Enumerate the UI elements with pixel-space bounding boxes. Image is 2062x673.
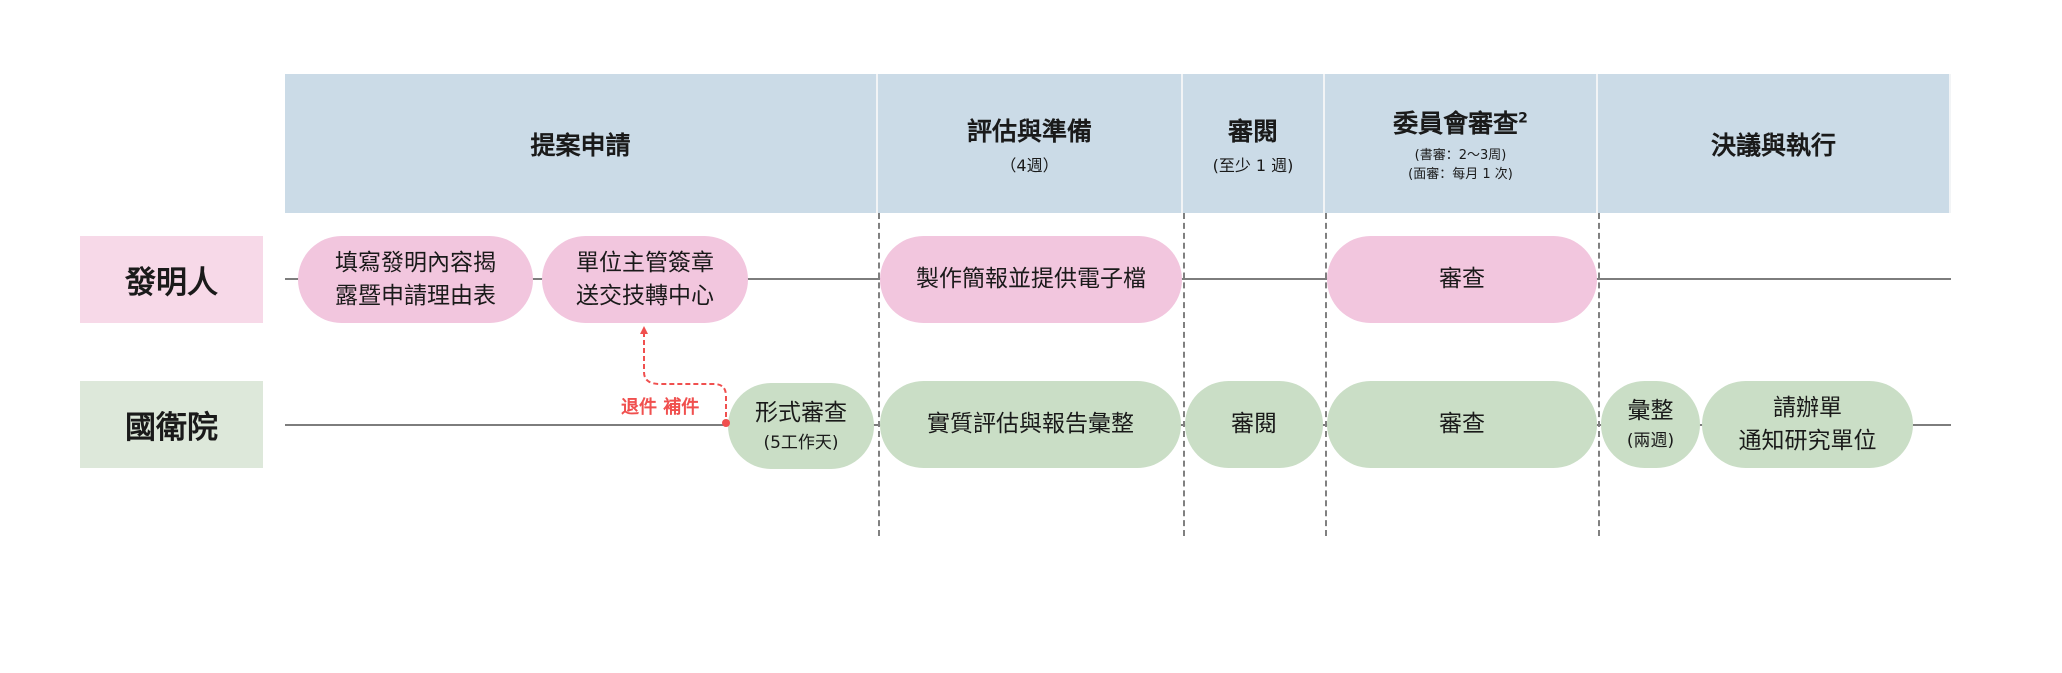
- phase-header-resolution: 決議與執行: [1598, 74, 1951, 213]
- step-compile: 彙整 (兩週): [1601, 381, 1700, 468]
- phase-duration: (至少 1 週): [1212, 155, 1294, 175]
- phase-header-review: 審閱 (至少 1 週): [1183, 74, 1325, 213]
- step-text: 填寫發明內容揭: [335, 249, 496, 276]
- step-text: 製作簡報並提供電子檔: [916, 266, 1146, 292]
- step-notify-unit: 請辦單通知研究單位: [1702, 381, 1913, 468]
- step-nhri-review: 審查: [1327, 381, 1597, 468]
- phase-divider: [878, 213, 880, 536]
- step-text: 形式審查: [755, 399, 847, 426]
- return-label: 退件 補件: [621, 397, 700, 418]
- footnote-marker: 2: [1518, 110, 1528, 127]
- phase-divider: [1325, 213, 1327, 536]
- phase-title: 委員會審查2: [1393, 104, 1528, 140]
- phase-title: 決議與執行: [1710, 130, 1836, 160]
- step-text: 審查: [1439, 266, 1485, 292]
- step-prepare-slides: 製作簡報並提供電子檔: [880, 236, 1182, 323]
- phase-duration: (書審：2～3周): [1414, 147, 1507, 163]
- phase-divider: [1598, 213, 1600, 536]
- phase-header-committee: 委員會審查2 (書審：2～3周) (面審：每月 1 次): [1325, 74, 1598, 213]
- step-formal-review: 形式審查 (5工作天): [728, 383, 874, 469]
- lane-label-nhri: 國衛院: [80, 381, 263, 468]
- phase-duration: （4週）: [1000, 155, 1059, 175]
- phase-title: 評估與準備: [966, 116, 1092, 146]
- phase-duration: (面審：每月 1 次): [1408, 166, 1513, 182]
- phase-divider: [1183, 213, 1185, 536]
- step-nhri-read: 審閱: [1185, 381, 1323, 468]
- phase-header-proposal: 提案申請: [285, 74, 878, 213]
- step-text: 審查: [1439, 411, 1485, 437]
- step-text: 單位主管簽章: [576, 249, 714, 276]
- step-text: 請辦單: [1773, 394, 1842, 421]
- step-duration: (5工作天): [763, 432, 839, 453]
- step-duration: (兩週): [1626, 431, 1675, 451]
- step-substantive-evaluation: 實質評估與報告彙整: [880, 381, 1181, 468]
- step-fill-disclosure-form: 填寫發明內容揭露暨申請理由表: [298, 236, 533, 323]
- step-text: 通知研究單位: [1738, 427, 1877, 454]
- phase-title: 提案申請: [530, 130, 631, 160]
- step-inventor-review: 審查: [1327, 236, 1597, 323]
- step-text: 實質評估與報告彙整: [927, 411, 1134, 437]
- step-text: 審閱: [1231, 411, 1277, 437]
- lane-label-inventor: 發明人: [80, 236, 263, 323]
- step-supervisor-sign: 單位主管簽章送交技轉中心: [542, 236, 748, 323]
- phase-title: 審閱: [1227, 116, 1278, 146]
- step-text: 彙整: [1627, 398, 1674, 424]
- phase-title-text: 委員會審查: [1393, 108, 1519, 138]
- step-text: 送交技轉中心: [576, 282, 714, 309]
- step-text: 露暨申請理由表: [335, 282, 496, 309]
- phase-header-evaluation: 評估與準備 （4週）: [878, 74, 1183, 213]
